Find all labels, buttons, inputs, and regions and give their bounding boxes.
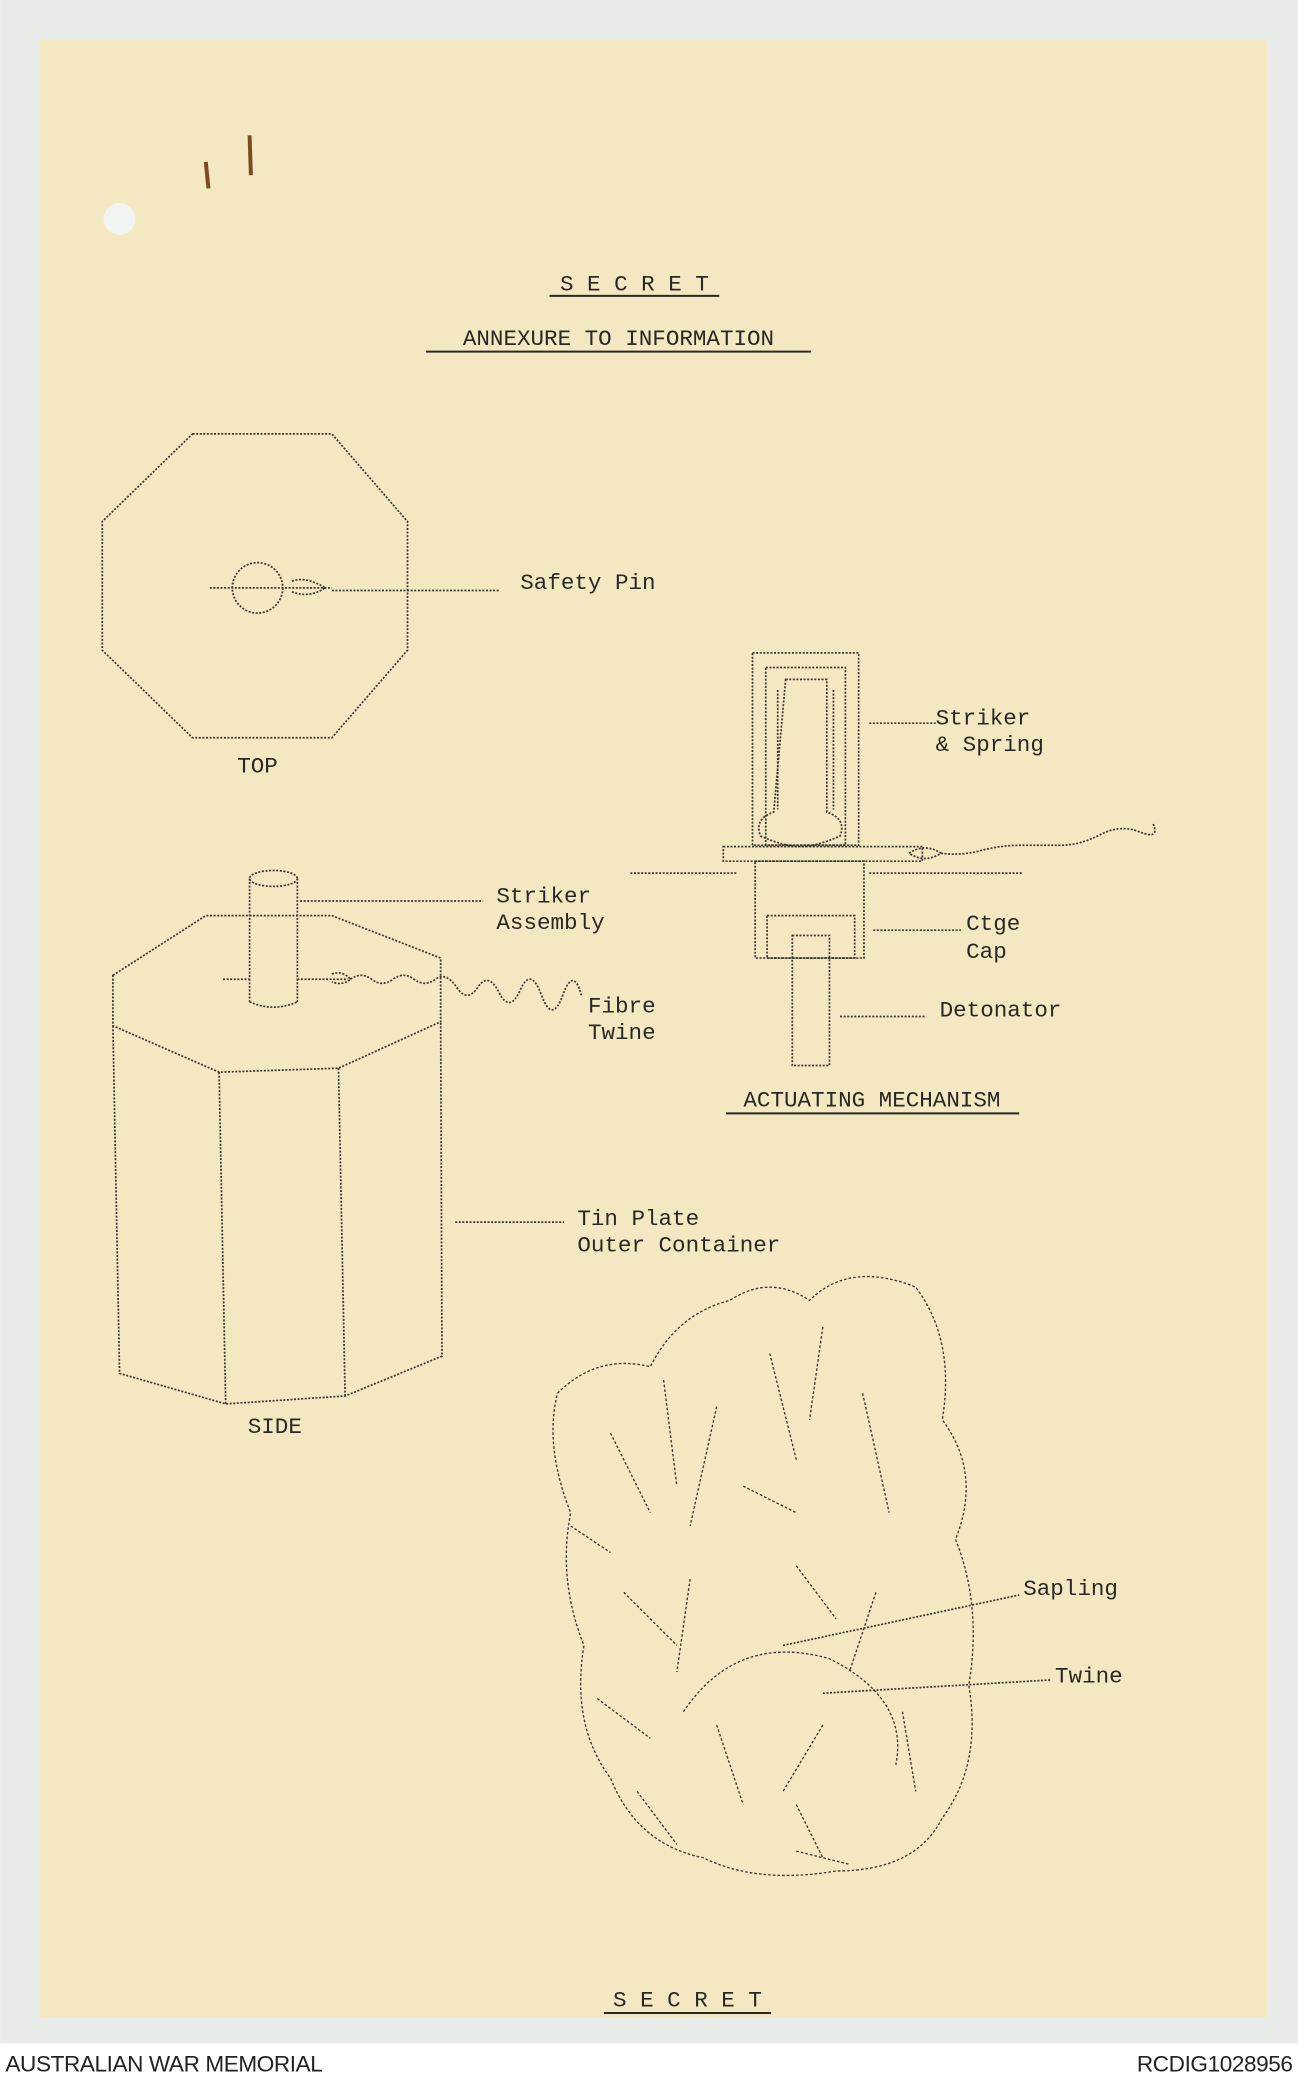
label-striker-assembly-2: Assembly xyxy=(496,910,604,936)
header-secret: S E C R E T xyxy=(560,272,709,298)
label-safety-pin: Safety Pin xyxy=(520,570,655,596)
label-tin-plate-1: Tin Plate xyxy=(577,1206,699,1232)
footer-secret: S E C R E T xyxy=(613,1987,762,2013)
ink-marks xyxy=(203,135,253,189)
label-twine: Twine xyxy=(1055,1664,1123,1690)
label-top: TOP xyxy=(237,753,278,779)
label-striker-spring-1: Striker xyxy=(936,706,1031,732)
label-ctge-cap-1: Ctge xyxy=(966,911,1020,937)
side-view-diagram xyxy=(112,869,583,1405)
label-tin-plate-2: Outer Container xyxy=(577,1232,780,1258)
label-striker-spring-2: & Spring xyxy=(936,732,1044,758)
label-fibre-twine-1: Fibre xyxy=(588,993,656,1019)
label-side: SIDE xyxy=(248,1414,302,1440)
caption-record-id: RCDIG1028956 xyxy=(1137,2051,1293,2076)
top-view-diagram xyxy=(101,433,500,739)
label-detonator: Detonator xyxy=(940,997,1062,1023)
label-striker-assembly-1: Striker xyxy=(496,883,591,909)
actuating-mechanism-diagram xyxy=(630,652,1156,1067)
caption-strip xyxy=(0,2043,1298,2082)
document-title: ANNEXURE TO INFORMATION xyxy=(463,326,774,352)
label-sapling: Sapling xyxy=(1023,1576,1118,1602)
label-ctge-cap-2: Cap xyxy=(966,939,1007,965)
sapling-sketch xyxy=(552,1275,1052,1877)
caption-institution: AUSTRALIAN WAR MEMORIAL xyxy=(5,2051,322,2076)
paper-sheet xyxy=(39,39,1268,2017)
label-actuating-mechanism: ACTUATING MECHANISM xyxy=(743,1088,1000,1114)
punch-hole xyxy=(103,203,136,235)
label-fibre-twine-2: Twine xyxy=(588,1020,656,1046)
